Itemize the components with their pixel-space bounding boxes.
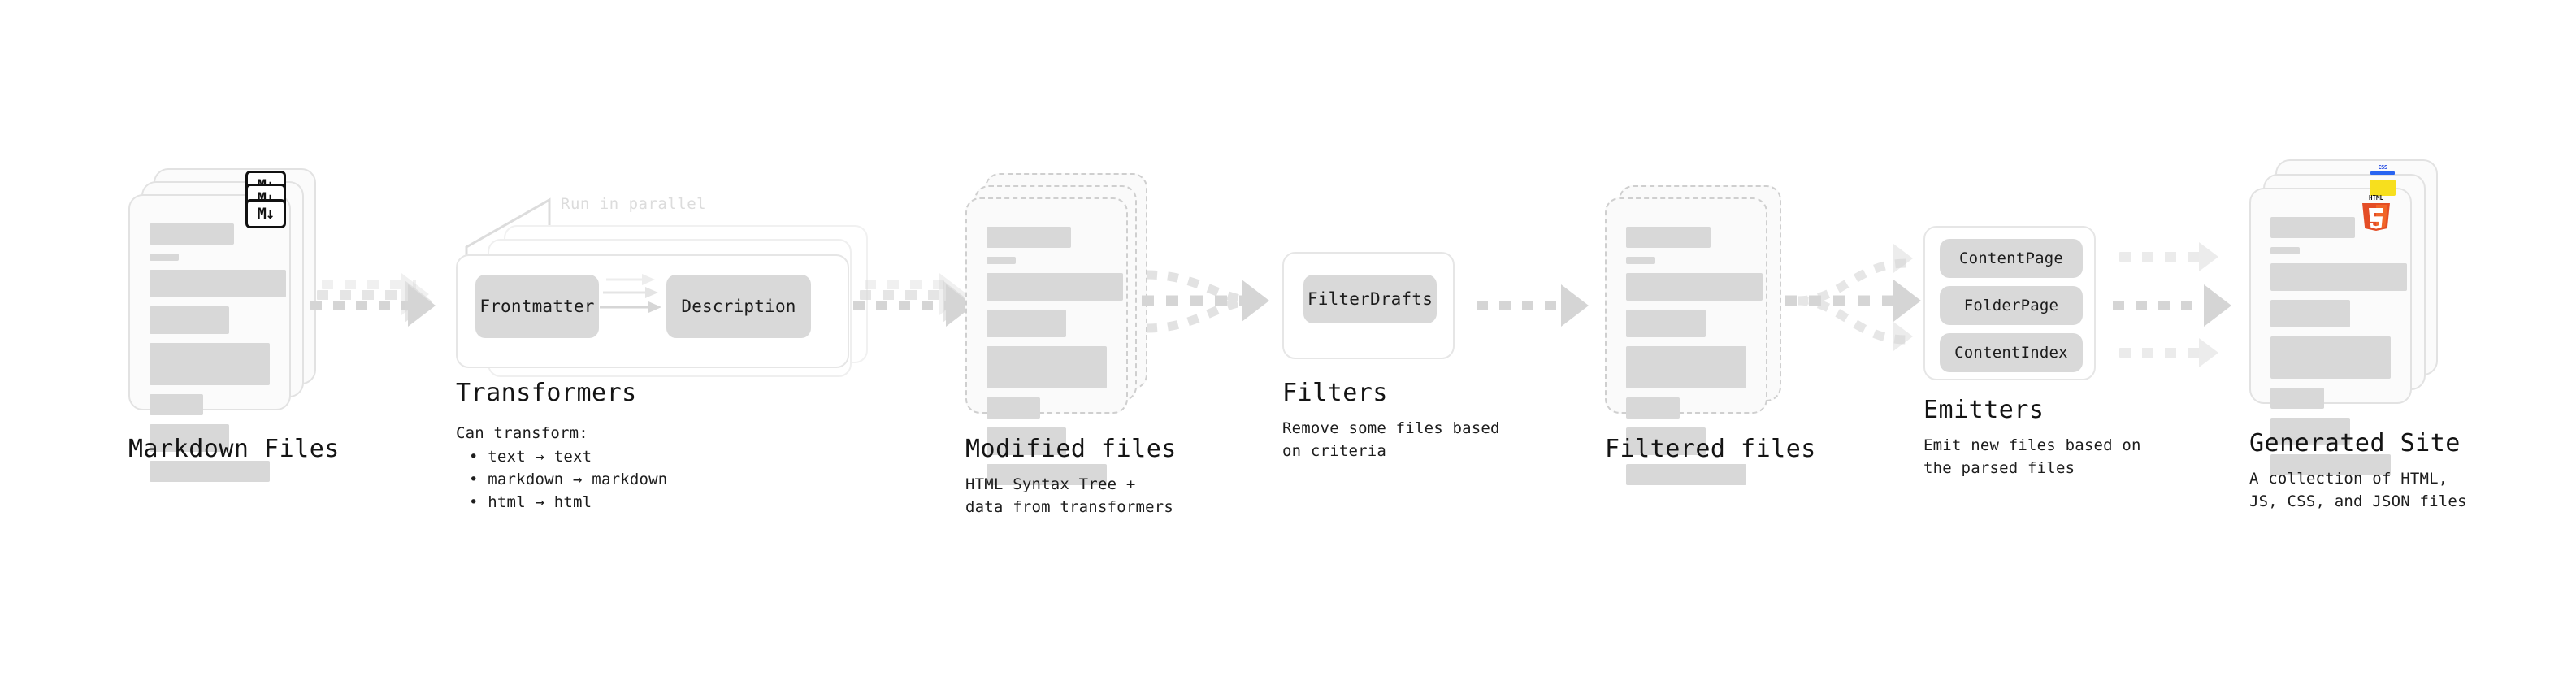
svg-text:HTML: HTML <box>2369 194 2384 202</box>
emitters-title: Emitters <box>1923 396 2045 424</box>
doc-bar-7 <box>1626 464 1746 485</box>
doc-bar-0 <box>987 227 1071 248</box>
filters-caption: Remove some files based on criteria <box>1282 419 1500 461</box>
doc-bar-1 <box>987 257 1016 264</box>
doc-bar-4 <box>1626 346 1746 388</box>
doc-bar-6 <box>150 424 229 452</box>
filtered-doc-bars <box>1626 227 1763 494</box>
emitters-box: ContentPage FolderPage ContentIndex <box>1923 226 2096 380</box>
doc-bar-4 <box>987 346 1107 388</box>
filtered-title: Filtered files <box>1605 435 1816 463</box>
doc-bar-0 <box>2270 217 2355 238</box>
css-badge-bar <box>2370 171 2395 175</box>
markdown-card-front <box>128 194 291 482</box>
filters-title: Filters <box>1282 379 1388 407</box>
doc-bar-2 <box>1626 273 1763 301</box>
filters-box: FilterDrafts <box>1282 252 1455 359</box>
js-badge <box>2370 180 2396 196</box>
doc-bar-6 <box>1626 427 1706 455</box>
markdown-badge: M↓ <box>245 199 286 228</box>
doc-bar-6 <box>2270 418 2350 445</box>
transformer-inner-arrows <box>600 274 661 313</box>
doc-bar-2 <box>150 270 286 297</box>
css-badge-label: CSS <box>2378 164 2387 171</box>
transformers-caption-item-1: • markdown → markdown <box>469 471 668 488</box>
html5-shield-icon: HTML <box>2362 194 2390 231</box>
modified-title: Modified files <box>965 435 1177 463</box>
emitter-pill-folderpage[interactable]: FolderPage <box>1940 286 2083 325</box>
doc-bar-1 <box>1626 257 1655 264</box>
doc-bar-0 <box>1626 227 1711 248</box>
transformers-title: Transformers <box>456 379 637 407</box>
doc-bar-5 <box>2270 388 2324 409</box>
modified-caption: HTML Syntax Tree + data from transformer… <box>965 475 1174 517</box>
filtered-card-front <box>1605 197 1767 485</box>
doc-bar-1 <box>2270 247 2300 254</box>
doc-bar-3 <box>2270 300 2350 327</box>
generated-caption: A collection of HTML, JS, CSS, and JSON … <box>2249 470 2467 511</box>
doc-bar-6 <box>987 427 1066 455</box>
merge-lines-filters <box>1142 270 1256 333</box>
modified-doc-bars <box>987 227 1123 494</box>
filter-pill-filterdrafts[interactable]: FilterDrafts <box>1303 275 1437 323</box>
markdown-title: Markdown Files <box>128 435 340 463</box>
transformers-caption-item-2: • html → html <box>469 493 592 511</box>
doc-bar-3 <box>150 306 229 334</box>
css-badge: CSS <box>2370 165 2395 175</box>
fanout-lines-emitters <box>1785 258 1907 345</box>
modified-card-front <box>965 197 1128 485</box>
generated-doc-bars <box>2270 217 2407 484</box>
generated-title: Generated Site <box>2249 429 2461 458</box>
doc-bar-5 <box>987 397 1040 419</box>
run-in-parallel-label: Run in parallel <box>561 195 707 213</box>
transformers-caption-head: Can transform: <box>456 424 588 442</box>
markdown-doc-bars <box>150 223 286 491</box>
emitter-pill-contentpage[interactable]: ContentPage <box>1940 239 2083 278</box>
doc-bar-7 <box>150 461 270 482</box>
doc-bar-4 <box>150 343 270 385</box>
doc-bar-3 <box>1626 310 1706 337</box>
doc-bar-7 <box>987 464 1107 485</box>
doc-bar-3 <box>987 310 1066 337</box>
html5-badge: HTML <box>2361 193 2392 231</box>
emitter-pill-contentindex[interactable]: ContentIndex <box>1940 333 2083 372</box>
doc-bar-0 <box>150 223 234 245</box>
transformer-pill-frontmatter[interactable]: Frontmatter <box>475 275 599 338</box>
transformer-pill-description[interactable]: Description <box>666 275 811 338</box>
doc-bar-1 <box>150 254 179 261</box>
doc-bar-5 <box>150 394 203 415</box>
emitters-caption: Emit new files based on the parsed files <box>1923 436 2141 478</box>
doc-bar-4 <box>2270 336 2391 379</box>
doc-bar-2 <box>987 273 1123 301</box>
transformers-caption-item-0: • text → text <box>469 448 592 466</box>
doc-bar-5 <box>1626 397 1680 419</box>
doc-bar-2 <box>2270 263 2407 291</box>
doc-bar-7 <box>2270 454 2391 475</box>
